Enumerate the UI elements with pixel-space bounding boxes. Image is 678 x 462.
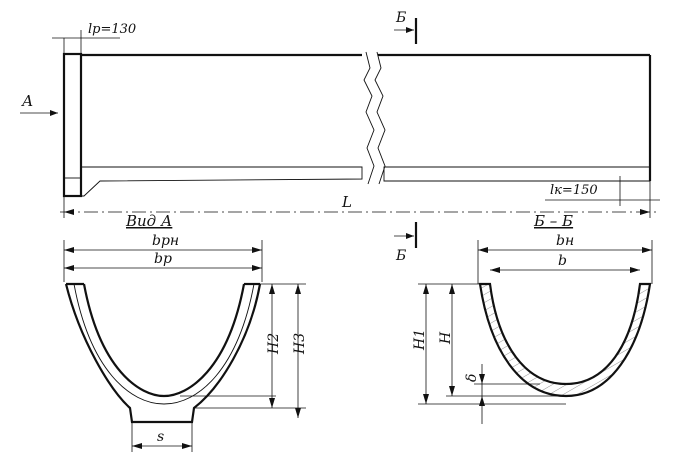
bottom-wall-right <box>383 166 651 182</box>
section-label-top: Б <box>395 10 406 26</box>
section-b-b: Б – Б bн b H1 H δ <box>412 212 653 424</box>
lp-label: lр=130 <box>88 22 136 37</box>
view-a: Вид А bрн bр H2 H3 <box>63 212 308 452</box>
section-title: Б – Б <box>533 212 573 230</box>
section-label-bottom: Б <box>395 248 406 264</box>
H-label: H <box>438 331 454 345</box>
H3-label: H3 <box>292 333 308 355</box>
H1-label: H1 <box>412 329 428 351</box>
bottom-wall-left <box>80 166 363 197</box>
break-line-left <box>363 51 375 185</box>
view-a-inner-curve <box>82 283 246 398</box>
elevation-view: lр=130 А Б lк=150 L Б <box>20 10 660 264</box>
end-plate-bottom <box>63 177 82 197</box>
bp-label: bр <box>154 251 172 267</box>
L-label: L <box>341 193 352 211</box>
break-line-right <box>374 51 386 185</box>
H2-label: H2 <box>266 333 282 355</box>
b-label: b <box>558 253 567 269</box>
view-a-mid-curve <box>73 283 255 405</box>
view-a-label: А <box>21 92 33 110</box>
end-plate <box>62 52 83 198</box>
lk-label: lк=150 <box>550 183 598 198</box>
s-label: s <box>157 429 164 445</box>
brn-label: bрн <box>152 233 179 249</box>
delta-label: δ <box>464 374 480 382</box>
view-a-title: Вид А <box>125 212 172 230</box>
bn-label: bн <box>556 233 574 249</box>
